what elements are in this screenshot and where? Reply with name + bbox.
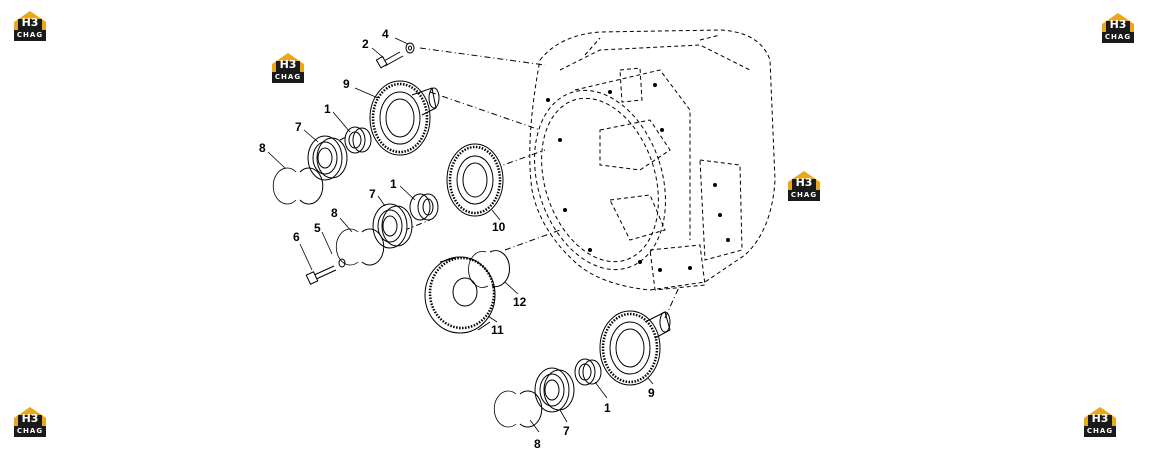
callout-7-upper: 7 [295, 120, 302, 134]
callout-8-upper: 8 [259, 141, 266, 155]
brand-logo-top-right: H3 CHAG [1100, 10, 1136, 44]
logo-caption: CHAG [272, 72, 304, 83]
logo-caption: CHAG [1084, 426, 1116, 437]
bolt-2 [375, 51, 404, 69]
callout-1-middle: 1 [390, 177, 397, 191]
callout-1-upper: 1 [324, 102, 331, 116]
logo-letters: H3 [1109, 18, 1127, 31]
bearing-7-middle [372, 203, 413, 249]
logo-letters: H3 [795, 176, 813, 189]
washer-5 [338, 258, 346, 268]
logo-caption: CHAG [788, 190, 820, 201]
gear-10 [446, 143, 504, 217]
callout-6: 6 [293, 230, 300, 244]
callout-9-upper: 9 [343, 77, 350, 91]
logo-letters: H3 [21, 16, 39, 29]
callout-12: 12 [513, 295, 527, 309]
bearing-7-upper [307, 135, 348, 181]
washer-4 [405, 42, 415, 54]
callout-1-lower: 1 [604, 401, 611, 415]
callout-11: 11 [491, 323, 504, 337]
gear-11 [424, 256, 496, 334]
bushing-1-upper [344, 126, 372, 154]
logo-caption: CHAG [14, 30, 46, 41]
callout-5: 5 [314, 221, 321, 235]
leader-lines [267, 37, 654, 433]
callout-7-lower: 7 [563, 424, 570, 438]
gear-9-lower [599, 310, 671, 386]
snap-ring-8-middle [335, 228, 385, 266]
snap-ring-12 [468, 250, 510, 288]
gear-9-upper [369, 80, 440, 156]
brand-logo-bottom-left: H3 CHAG [12, 404, 48, 438]
bushing-1-middle [409, 193, 439, 221]
callout-2: 2 [362, 37, 369, 51]
logo-letters: H3 [1091, 412, 1109, 425]
callout-8-lower: 8 [534, 437, 541, 451]
transmission-housing [529, 29, 776, 291]
callout-10: 10 [492, 220, 506, 234]
callout-labels: 4 2 9 1 7 8 1 7 8 5 6 10 12 11 1 9 7 8 [259, 27, 655, 451]
snap-ring-8-lower [493, 390, 543, 428]
logo-letters: H3 [21, 412, 39, 425]
housing-bolt-holes [546, 83, 730, 272]
brand-logo-top-left: H3 CHAG [12, 8, 48, 42]
bearing-7-lower [534, 367, 575, 413]
bushing-1-lower [574, 358, 602, 386]
snap-ring-8-upper [272, 167, 324, 205]
brand-logo-middle-right: H3 CHAG [786, 168, 822, 202]
logo-letters: H3 [279, 58, 297, 71]
logo-caption: CHAG [14, 426, 46, 437]
brand-logo-upper-center: H3 CHAG [270, 50, 306, 84]
logo-caption: CHAG [1102, 32, 1134, 43]
callout-4: 4 [382, 27, 389, 41]
callout-7-middle: 7 [369, 187, 376, 201]
bolt-6 [305, 265, 337, 285]
callout-9-lower: 9 [648, 386, 655, 400]
brand-logo-bottom-right: H3 CHAG [1082, 404, 1118, 438]
callout-8-middle: 8 [331, 206, 338, 220]
